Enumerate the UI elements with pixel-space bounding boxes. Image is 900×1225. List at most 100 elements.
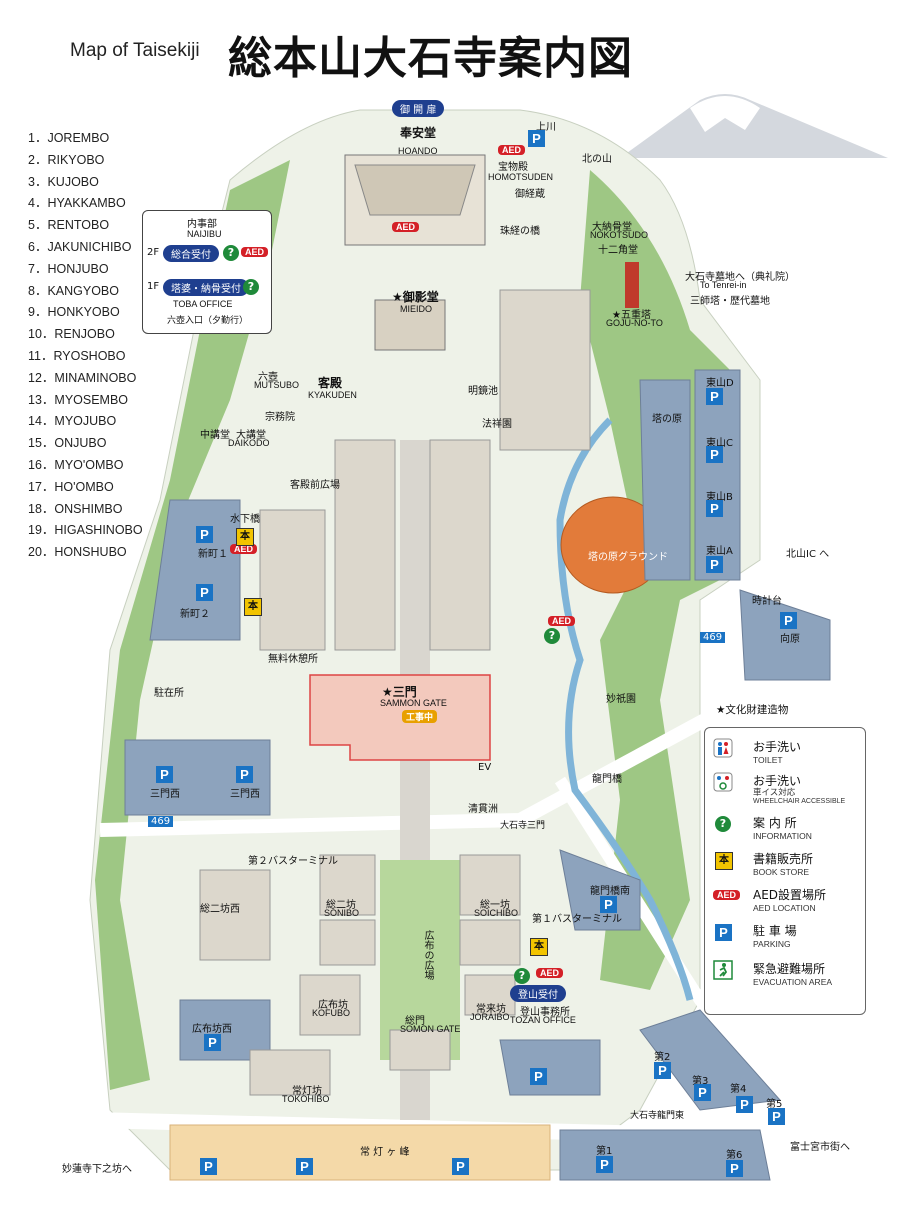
aed-icon: AED [498, 145, 526, 155]
legend-item: 19．HIGASHINOBO [28, 523, 143, 538]
parking-icon: P [706, 556, 723, 573]
lodging-blocks-west [334, 439, 396, 651]
hoando-en-label: HOANDO [398, 146, 438, 156]
bus1-label: 第１バスターミナル [532, 914, 622, 925]
dai5-label: 第5 [766, 1099, 783, 1110]
book-store-icon: 本 [236, 528, 254, 546]
daikodo-en-label: DAIKODO [228, 438, 270, 448]
legend-item: 7．HONJUBO [28, 261, 109, 276]
mieido-building [374, 299, 446, 351]
toilet-icon [713, 738, 733, 758]
title-jp: 総本山大石寺案内図 [228, 33, 633, 84]
kitanoyama-label: 北の山 [582, 154, 612, 165]
dai6-label: 第6 [726, 1150, 743, 1161]
gojunoto-label[interactable]: ★五重塔 [612, 310, 651, 321]
juni-label: 十二角堂 [598, 245, 638, 256]
kofu-nishi-label: 広布坊西 [192, 1024, 232, 1035]
shukei-label: 珠経の橋 [500, 226, 540, 237]
fujinomiya-label[interactable]: 富士宮市街へ [790, 1142, 850, 1153]
dai1-label: 第1 [596, 1146, 613, 1157]
kyakuden-label[interactable]: 客殿 [318, 376, 343, 390]
tokei-label: 時計台 [752, 596, 782, 607]
key-parking-en: PARKING [753, 939, 791, 949]
ryumon-minami-label: 龍門橋南 [590, 886, 630, 897]
nokotsudo-en-label: NOKOTSUDO [590, 230, 649, 240]
key-evac-jp: 緊急避難場所 [753, 962, 826, 976]
kitayama-label[interactable]: 北山IC へ [786, 549, 830, 560]
lodging-blocks-east [429, 439, 491, 651]
gozo-label: 御経蔵 [515, 189, 545, 200]
legend-item: 5．RENTOBO [28, 218, 110, 233]
parking-icon: P [204, 1034, 221, 1051]
aed-icon: AED [536, 968, 564, 978]
info-icon: ? [544, 628, 560, 644]
legend-item: 1．JOREMBO [28, 131, 110, 145]
key-toilet-jp: お手洗い [753, 740, 802, 754]
tower-reception-pill[interactable]: 塔婆・納骨受付 [163, 279, 249, 296]
general-reception-pill[interactable]: 総合受付 [163, 245, 219, 262]
to-tenrei-en-label: To Tenrei-in [700, 280, 747, 290]
parking-icon: P [768, 1108, 785, 1125]
myorenji-label[interactable]: 妙蓮寺下之坊へ [62, 1164, 132, 1175]
joraibo-label[interactable]: 常来坊 [476, 1004, 506, 1015]
kyukeijo-label: 無料休憩所 [268, 654, 318, 665]
key-aed-jp: AED設置場所 [753, 888, 827, 902]
homotsuden-en-label: HOMOTSUDEN [488, 172, 553, 182]
temple-legend-list: 1．JOREMBO 2．RIKYOBO 3．KUJOBO 4．HYAKKAMBO… [28, 128, 143, 564]
oishi-ryumon-road-label: 大石寺龍門東 [630, 1110, 685, 1120]
shinmachi1-label: 新町１ [198, 549, 228, 560]
parking-lots [124, 369, 831, 1181]
homotsuden-label[interactable]: 宝物殿 [498, 162, 528, 173]
construction-badge: 工事中 [402, 710, 438, 723]
legend-item: 4．HYAKKAMBO [28, 196, 126, 211]
map-key: お手洗い TOILET お手洗い 車イス対応 WHEELCHAIR ACCESS… [704, 727, 866, 1015]
legend-item: 9．HONKYOBO [28, 305, 120, 320]
parking-icon: P [530, 1068, 547, 1085]
kofubo-en-label: KOFUBO [312, 1008, 351, 1018]
key-wc-sub: 車イス対応 [753, 787, 796, 797]
sammon-label[interactable]: ★三門 [382, 685, 417, 699]
soichibo-label[interactable]: 総一坊 [480, 900, 510, 911]
parking-icon: P [600, 896, 617, 913]
mutsubo-label[interactable]: 六壺 [258, 372, 278, 383]
parking-icon: P [196, 584, 213, 601]
to-tenrei-label[interactable]: 大石寺墓地へ（典礼院） [685, 272, 795, 283]
hosho-label: 法祥園 [482, 419, 512, 430]
gokaihi-pill: 御 開 扉 [392, 100, 445, 117]
bus2-label: 第２バスターミナル [248, 856, 338, 867]
daikodo-label[interactable]: 大講堂 [236, 430, 266, 441]
key-info-en: INFORMATION [753, 831, 812, 841]
legend-item: 18．ONSHIMBO [28, 501, 123, 516]
info-icon: ? [223, 245, 239, 261]
tozan-reception-pill[interactable]: 登山受付 [510, 985, 566, 1002]
parking-icon: P [780, 612, 797, 629]
floor-1f-label: 1F [147, 281, 160, 292]
somon-label[interactable]: 総門 [405, 1016, 425, 1027]
legend-item: 13．MYOSEMBO [28, 392, 129, 407]
jotobo-label[interactable]: 常灯坊 [292, 1086, 322, 1097]
jotobo-en-label: TOKOHIBO [282, 1094, 330, 1104]
parking-icon: P [706, 500, 723, 517]
hoando-label[interactable]: 奉安堂 [400, 126, 437, 140]
legend-item: 10．RENJOBO [28, 327, 115, 342]
parking-icon: P [196, 526, 213, 543]
kofubo-label[interactable]: 広布坊 [318, 1000, 348, 1011]
tonohara-label: 塔の原 [652, 414, 682, 425]
shumuin-label: 宗務院 [265, 412, 295, 423]
legend-item: 17．HO'OMBO [28, 479, 114, 494]
jotogamine-strip [169, 1124, 551, 1181]
mieido-label[interactable]: ★御影堂 [392, 290, 439, 304]
kofu-plaza-label: 広布の広場 [422, 930, 433, 980]
info-icon: ? [715, 816, 731, 832]
higashiyama-c-label: 東山C [706, 438, 733, 449]
lodging-blocks-northeast [499, 289, 591, 451]
sonibo-label[interactable]: 総二坊 [326, 900, 356, 911]
parking-icon: P [296, 1158, 313, 1175]
parking-icon: P [596, 1156, 613, 1173]
parking-icon: P [200, 1158, 217, 1175]
higashiyama-d-label: 東山D [706, 378, 734, 389]
wheelchair-toilet-icon [713, 772, 733, 792]
tozan-office-label[interactable]: 登山事務所 [520, 1007, 570, 1018]
gojunoto-en-label: GOJU-NO-TO [606, 318, 663, 328]
